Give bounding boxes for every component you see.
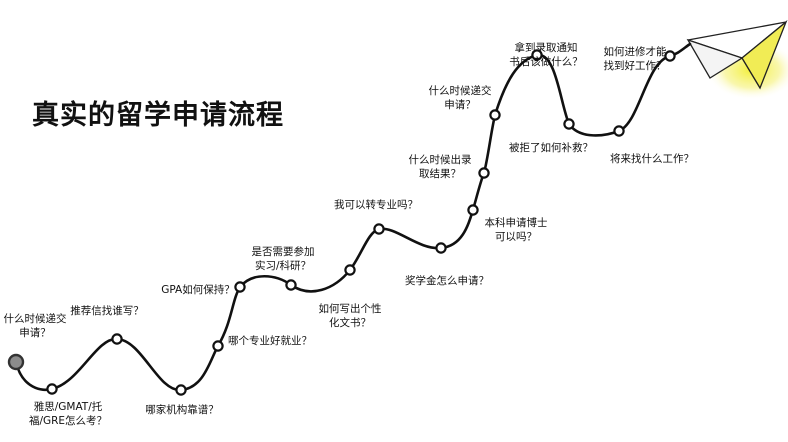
step-node: [175, 384, 187, 396]
start-node: [7, 353, 25, 371]
step-label: 哪个专业好就业？: [228, 335, 312, 347]
step-label: 推荐信找谁写？: [70, 305, 144, 317]
step-node: [111, 333, 123, 345]
step-node: [435, 242, 447, 254]
step-label: 我可以转专业吗？: [334, 199, 418, 211]
step-node: [212, 340, 224, 352]
paper-plane-icon: [686, 19, 788, 100]
step-node: [489, 109, 501, 121]
step-label: 如何进修才能 找到好工作？: [603, 46, 667, 72]
step-node: [478, 167, 490, 179]
step-label: 哪家机构靠谱？: [145, 404, 219, 416]
step-node: [613, 125, 625, 137]
step-node: [46, 383, 58, 395]
step-label: 奖学金怎么申请？: [405, 275, 489, 287]
plane-fold: [741, 57, 761, 89]
step-label: 将来找什么工作？: [610, 153, 694, 165]
step-node: [344, 264, 356, 276]
step-label: 是否需要参加 实习/科研？: [251, 246, 315, 272]
flow-path: [14, 42, 692, 392]
step-node: [531, 49, 543, 61]
plane-body: [686, 38, 744, 79]
step-node: [373, 223, 385, 235]
page-title: 真实的留学申请流程: [32, 100, 284, 131]
step-label: 拿到录取通知 书后该做什么？: [509, 42, 583, 68]
step-label: 本科申请博士 可以吗？: [484, 217, 548, 243]
step-node: [234, 281, 246, 293]
step-label: 雅思/GMAT/托 福/GRE怎么考？: [28, 401, 108, 427]
step-node: [563, 118, 575, 130]
step-label: 如何写出个性 化文书？: [318, 303, 382, 329]
step-label: 什么时候递交 申请？: [3, 313, 67, 339]
step-nodes: [7, 49, 676, 396]
step-node: [467, 204, 479, 216]
step-label: 被拒了如何补救？: [509, 142, 593, 154]
step-label: 什么时候出录 取结果？: [408, 154, 472, 180]
step-label: 什么时候递交 申请？: [428, 85, 492, 111]
step-node: [285, 279, 297, 291]
step-node: [664, 50, 676, 62]
step-label: GPA如何保持？: [161, 284, 235, 296]
